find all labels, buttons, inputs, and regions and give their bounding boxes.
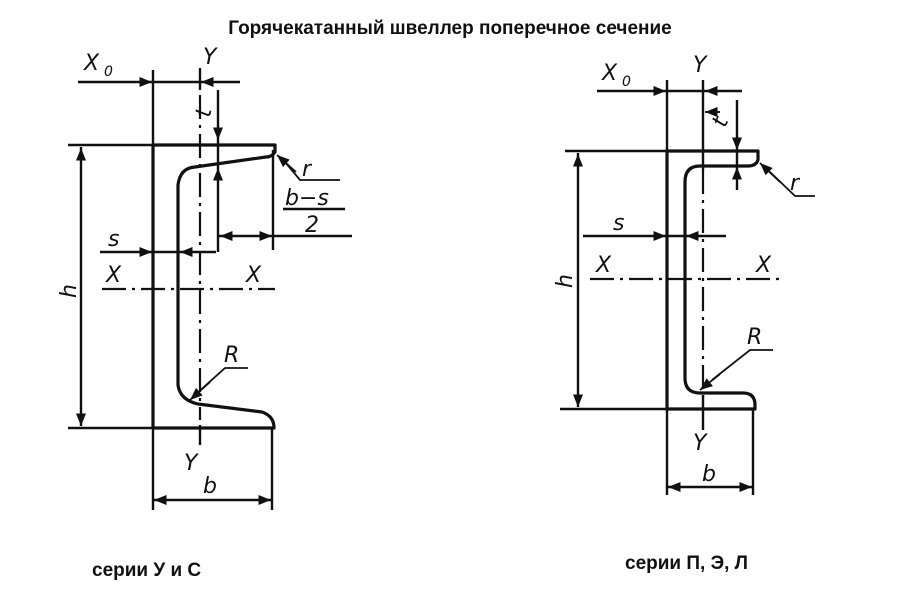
R-leader-left: [194, 367, 248, 396]
label-y-bottom-left: Y: [184, 451, 199, 476]
label-y-top-left: Y: [203, 45, 218, 70]
label-y-bottom-right: Y: [693, 431, 708, 456]
label-R-right: R: [747, 325, 762, 350]
label-x-right-left: X: [245, 263, 262, 288]
channel-outline-right: [665, 149, 760, 411]
diagram-right: X 0 Y Y t r s X X h R b: [553, 53, 815, 495]
label-t-right: t: [708, 112, 735, 130]
label-h-left: h: [57, 284, 82, 298]
caption-left: серии У и С: [92, 560, 202, 581]
label-two: 2: [305, 213, 319, 238]
label-x-left-left: X: [105, 263, 122, 288]
diagram-left: X 0 Y Y t r b−s 2 s X X h R b: [57, 45, 352, 510]
label-b-right: b: [702, 462, 716, 487]
page-title: Горячекатанный швеллер поперечное сечени…: [228, 18, 672, 39]
label-x0-sub-right: 0: [622, 74, 631, 90]
label-x0-left: X: [83, 51, 100, 76]
label-R-left: R: [224, 343, 239, 368]
label-b-left: b: [203, 474, 217, 499]
label-r-right: r: [790, 171, 801, 196]
r-leader-left: [284, 161, 340, 181]
label-t-left: t: [191, 105, 217, 119]
label-x0-sub-left: 0: [104, 64, 113, 80]
label-s-right: s: [613, 211, 624, 236]
label-r-left: r: [302, 157, 313, 182]
label-s-left: s: [108, 227, 119, 252]
label-h-right: h: [553, 274, 578, 288]
label-x-right-right: X: [755, 253, 772, 278]
R-leader-right: [711, 349, 773, 381]
label-y-top-right: Y: [693, 53, 708, 78]
label-b-minus-s: b−s: [285, 186, 329, 211]
label-x0-right: X: [601, 61, 618, 86]
channel-outline-left: [151, 143, 277, 430]
label-x-left-right: X: [595, 253, 612, 278]
caption-right: серии П, Э, Л: [625, 553, 748, 574]
